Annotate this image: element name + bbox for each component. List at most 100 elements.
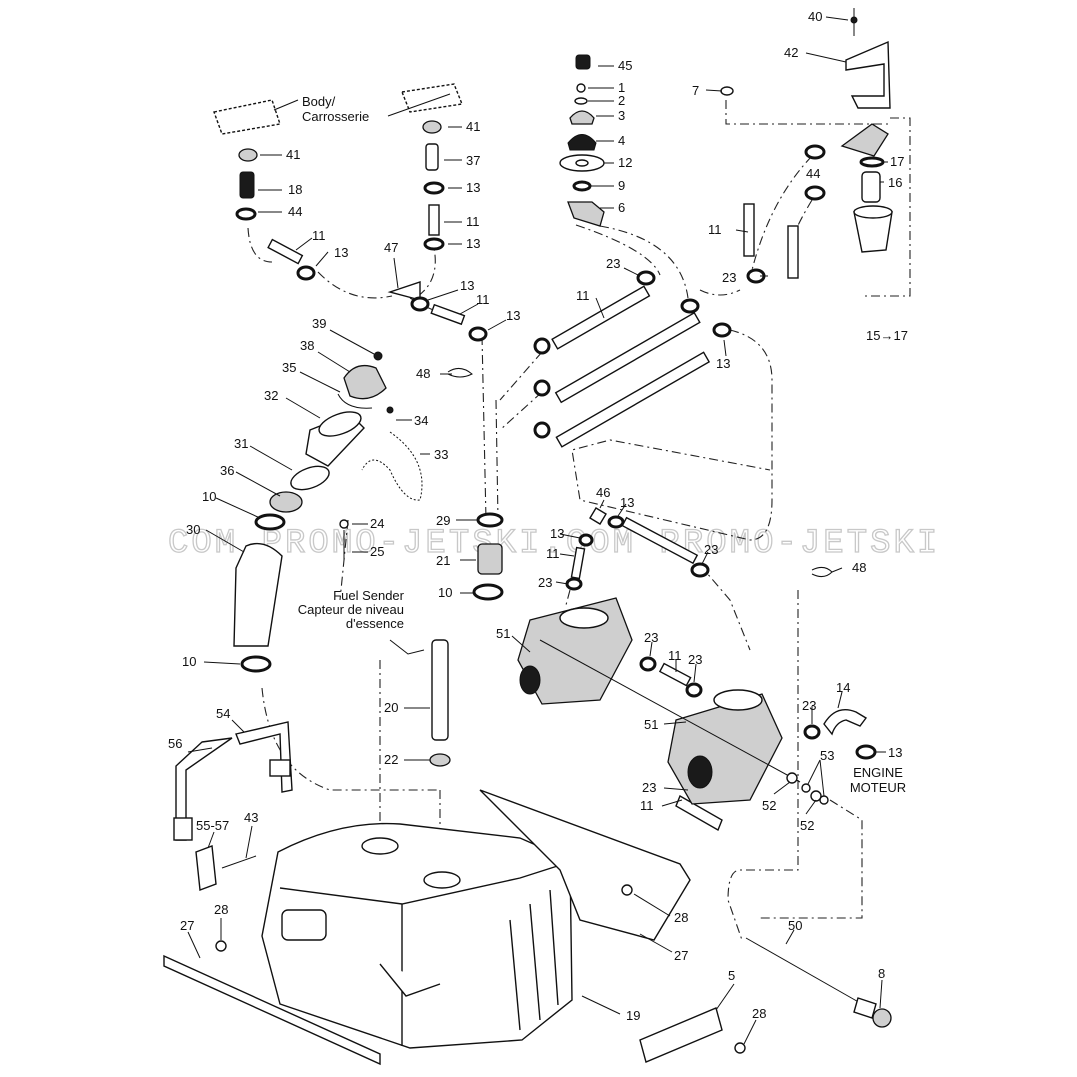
hose-11-carb [658, 662, 692, 687]
callout-13-g: 13 [550, 526, 564, 541]
fuel-filter-assembly [720, 8, 893, 253]
callout-52-b: 52 [800, 818, 814, 833]
callout-23-b: 23 [722, 270, 736, 285]
callout-13-f: 13 [716, 356, 730, 371]
callout-10-a: 10 [202, 489, 216, 504]
clamp-29 [476, 512, 504, 528]
callout-51-b: 51 [644, 717, 658, 732]
callout-48-left: 48 [416, 366, 430, 381]
hose-11-left [267, 238, 304, 265]
callout-3: 3 [618, 108, 625, 123]
valve-18 [239, 171, 255, 199]
tank-grip [379, 963, 441, 997]
callout-11-b: 11 [312, 228, 326, 243]
rail-27-right [479, 789, 691, 941]
body-panel-left [213, 99, 281, 135]
callout-41-right: 41 [466, 119, 480, 134]
watermark: COM PROMO-JETSKI.COM PROMO-JETSKI [168, 525, 940, 563]
caption-body-fr: Carrosserie [302, 109, 369, 124]
callout-47: 47 [384, 240, 398, 255]
lever-4 [567, 134, 597, 151]
callout-22: 22 [384, 752, 398, 767]
callout-43: 43 [244, 810, 258, 825]
callout-23-g: 23 [802, 698, 816, 713]
hose-11-long-a [551, 285, 651, 350]
callout-34: 34 [414, 413, 428, 428]
callout-25: 25 [370, 544, 384, 559]
fitting-37 [425, 143, 439, 171]
callout-21: 21 [436, 553, 450, 568]
callout-44-filter: 44 [806, 166, 820, 181]
filter-head [840, 123, 889, 157]
washer-2 [574, 97, 588, 105]
fuel-sender-20 [431, 639, 449, 741]
callout-4: 4 [618, 133, 625, 148]
callout-8: 8 [878, 966, 885, 981]
callout-13-h: 13 [620, 495, 634, 510]
body-panel-right [401, 83, 463, 113]
bracket-42 [845, 40, 891, 109]
callout-16: 16 [888, 175, 902, 190]
fitting-46 [589, 507, 607, 525]
tether-33 [361, 431, 423, 501]
filler-neck-assembly [233, 351, 423, 673]
callout-11-f: 11 [546, 546, 560, 561]
bolt-40-icon [850, 16, 858, 24]
callout-17: 17 [890, 154, 904, 169]
screw-43 [221, 855, 257, 869]
washer-53a [801, 783, 811, 793]
caption-engine-fr: MOTEUR [850, 780, 906, 795]
strap-buckle-54 [269, 759, 291, 777]
hose-routing-paths [247, 100, 911, 941]
cable-50 [745, 937, 863, 1005]
callout-leaders [187, 16, 888, 1045]
callout-13-a: 13 [466, 180, 480, 195]
clip-48-left [447, 368, 473, 378]
callout-28-left: 28 [214, 902, 228, 917]
anchor-55-57 [195, 845, 217, 891]
callout-6: 6 [618, 200, 625, 215]
callout-11-d: 11 [576, 288, 590, 303]
clamp-44-left [235, 207, 257, 221]
washer-52b [810, 790, 822, 802]
callout-10-b: 10 [438, 585, 452, 600]
callout-2: 2 [618, 93, 625, 108]
screw-34 [386, 406, 394, 414]
gasket-31 [290, 465, 330, 491]
callout-1: 1 [618, 80, 625, 95]
hose-11-mid [430, 303, 466, 326]
callout-11-e: 11 [708, 222, 722, 237]
washer-24 [339, 519, 349, 529]
callout-30: 30 [186, 522, 200, 537]
clamp-44-lower [804, 185, 826, 201]
callout-53: 53 [820, 748, 834, 763]
fuel-valve-stack [559, 54, 605, 227]
callout-23-f: 23 [688, 652, 702, 667]
plate-5 [639, 1007, 723, 1063]
fuel-tank-19 [261, 822, 573, 1049]
callout-32: 32 [264, 388, 278, 403]
strap-54 [235, 721, 293, 793]
callout-46: 46 [596, 485, 610, 500]
callout-33: 33 [434, 447, 448, 462]
screw-28-plate [734, 1042, 746, 1054]
grommet-41-left [238, 148, 258, 162]
callout-11-a: 11 [466, 214, 480, 229]
clamp-10-upper [254, 513, 286, 531]
callout-56: 56 [168, 736, 182, 751]
callout-50: 50 [788, 918, 802, 933]
filler-hose-30 [233, 542, 283, 647]
callout-23-c: 23 [538, 575, 552, 590]
callout-52-a: 52 [762, 798, 776, 813]
hose-11-right-b [787, 225, 799, 279]
callout-28-plate: 28 [752, 1006, 766, 1021]
choke-knob-8 [872, 1008, 892, 1028]
washer-52a [786, 772, 798, 784]
carburetor-lower [667, 693, 783, 805]
callout-10-c: 10 [182, 654, 196, 669]
throttle-shaft [539, 639, 801, 783]
callout-13-e: 13 [506, 308, 520, 323]
cap-45 [575, 54, 591, 70]
hose-11-diag [621, 516, 699, 565]
callout-11-c: 11 [476, 292, 490, 307]
